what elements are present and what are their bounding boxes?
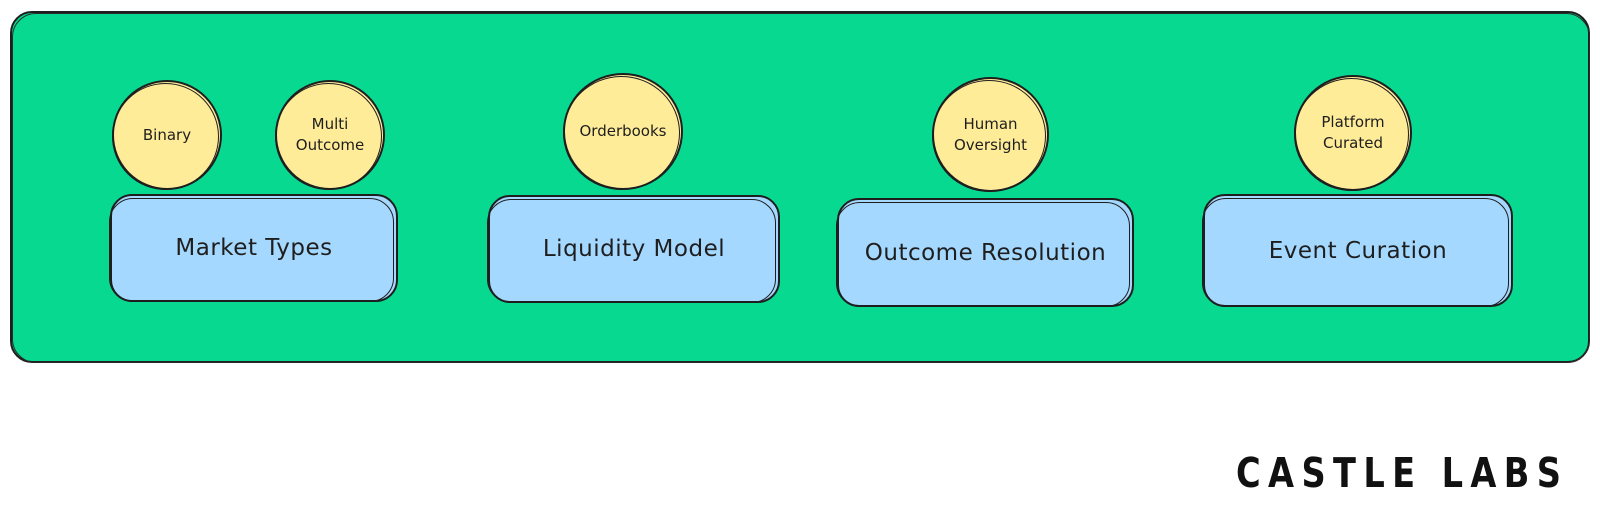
category-liquidity-model: Liquidity Model (487, 195, 780, 303)
option-human-oversight: Human Oversight (932, 77, 1049, 192)
category-outcome-resolution: Outcome Resolution (836, 198, 1134, 307)
option-label: Human Oversight (954, 114, 1027, 154)
option-platform-curated: Platform Curated (1294, 75, 1412, 191)
category-label: Market Types (175, 235, 333, 261)
option-label: Orderbooks (579, 122, 667, 140)
category-label: Outcome Resolution (864, 239, 1107, 266)
option-multi-outcome: Multi Outcome (275, 80, 385, 190)
option-label: Multi Outcome (295, 115, 365, 154)
option-label: Platform Curated (1321, 113, 1385, 152)
category-label: Liquidity Model (542, 236, 726, 262)
option-label: Binary (142, 125, 192, 144)
option-orderbooks: Orderbooks (563, 73, 683, 190)
category-label: Event Curation (1268, 237, 1448, 264)
category-event-curation: Event Curation (1202, 194, 1513, 307)
logo-wordmark: CASTLE LABS (1236, 449, 1569, 497)
option-binary: Binary (112, 80, 222, 190)
category-market-types: Market Types (109, 194, 398, 302)
castle-labs-logo: CASTLE LABS (1222, 440, 1567, 506)
